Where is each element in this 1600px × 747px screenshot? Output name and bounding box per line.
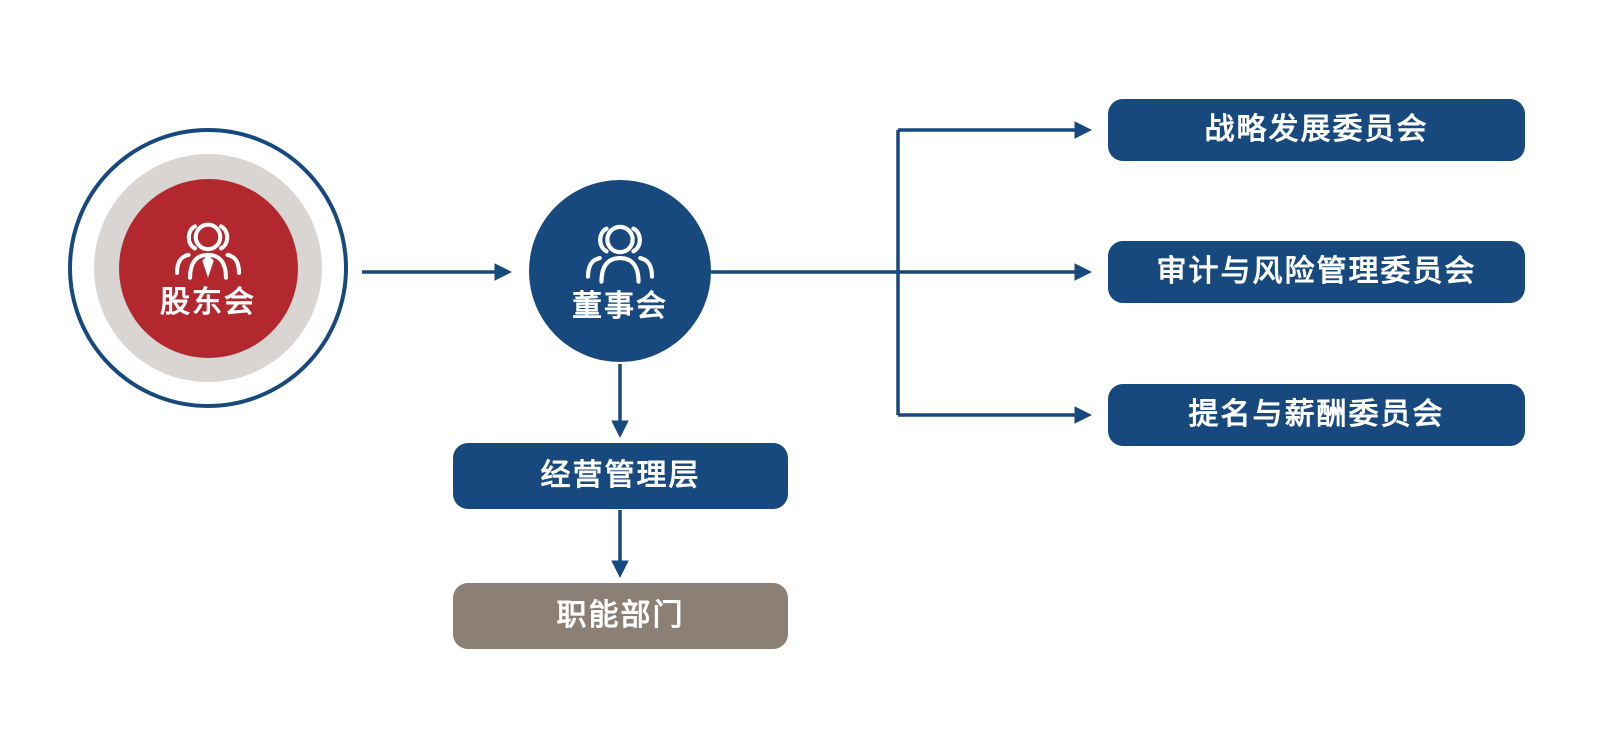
board-label: 董事会 bbox=[572, 289, 668, 323]
shareholders-red-circle: 股东会 bbox=[118, 178, 298, 358]
board-people-group-icon bbox=[585, 224, 655, 284]
node-committee-audit-risk: 审计与风险管理委员会 bbox=[1108, 241, 1525, 303]
node-management: 经营管理层 bbox=[453, 443, 788, 509]
management-label: 经营管理层 bbox=[540, 459, 701, 492]
functional-departments-label: 职能部门 bbox=[556, 599, 685, 632]
shareholders-people-group-tie-icon bbox=[174, 222, 242, 280]
node-committee-nomination-remuneration: 提名与薪酬委员会 bbox=[1108, 384, 1525, 446]
shareholders-gray-ring: 股东会 bbox=[94, 154, 322, 382]
shareholders-label: 股东会 bbox=[160, 285, 256, 319]
committee-audit-risk-label: 审计与风险管理委员会 bbox=[1156, 255, 1477, 288]
node-functional-departments: 职能部门 bbox=[453, 583, 788, 649]
tie-glyph bbox=[202, 254, 214, 278]
committee-nomination-remuneration-label: 提名与薪酬委员会 bbox=[1188, 398, 1445, 431]
node-board: 董事会 bbox=[529, 180, 711, 362]
committee-strategy-label: 战略发展委员会 bbox=[1204, 113, 1429, 146]
node-committee-strategy: 战略发展委员会 bbox=[1108, 99, 1525, 161]
node-shareholders: 股东会 bbox=[68, 128, 348, 408]
